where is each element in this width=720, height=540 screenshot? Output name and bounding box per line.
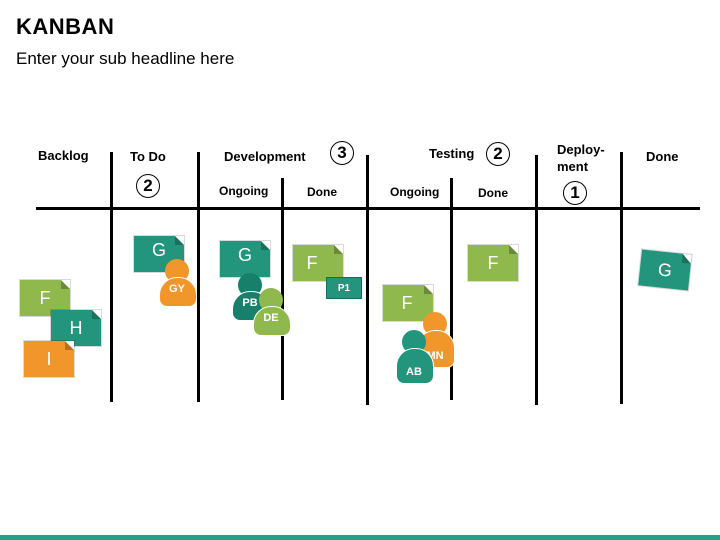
person-ab[interactable]: AB	[396, 330, 434, 384]
divider-deployment-done	[620, 152, 623, 404]
column-header-backlog: Backlog	[38, 148, 89, 163]
footer-bar	[0, 535, 720, 540]
divider-backlog-todo	[110, 152, 113, 402]
column-header-done: Done	[646, 149, 679, 164]
card-tag-p1: P1	[326, 277, 362, 299]
divider-development-testing	[366, 155, 369, 405]
wip-limit-testing: 2	[486, 142, 510, 166]
sub-header-test-done: Done	[478, 186, 508, 200]
page-subtitle: Enter your sub headline here	[16, 49, 235, 68]
card-dev-ongoing-g[interactable]: G	[220, 241, 270, 277]
divider-todo-development	[197, 152, 200, 402]
wip-limit-development: 3	[330, 141, 354, 165]
person-de[interactable]: DE	[253, 288, 291, 336]
divider-test-ongoing-done	[450, 178, 453, 400]
person-body-icon	[253, 306, 291, 336]
person-body-icon	[396, 348, 434, 384]
column-header-testing: Testing	[429, 146, 475, 161]
sub-header-dev-done: Done	[307, 185, 337, 199]
sub-header-test-ongoing: Ongoing	[390, 185, 440, 199]
divider-dev-ongoing-done	[281, 178, 284, 400]
column-header-development: Development	[224, 149, 306, 164]
person-gy[interactable]: GY	[159, 259, 197, 307]
card-backlog-h[interactable]: H	[51, 310, 101, 346]
card-backlog-i[interactable]: I	[24, 341, 74, 377]
card-test-done-f[interactable]: F	[468, 245, 518, 281]
column-header-todo: To Do	[130, 149, 166, 164]
column-header-deployment: Deploy- ment	[557, 142, 605, 174]
card-dev-done-f[interactable]: F	[293, 245, 343, 281]
page-title: KANBAN	[16, 14, 115, 39]
sub-header-dev-ongoing: Ongoing	[219, 184, 269, 198]
wip-limit-deployment: 1	[563, 181, 587, 205]
divider-testing-deployment	[535, 155, 538, 405]
card-test-ongoing-f[interactable]: F	[383, 285, 433, 321]
wip-limit-todo: 2	[136, 174, 160, 198]
card-done-g[interactable]: G	[638, 249, 692, 291]
person-body-icon	[159, 277, 197, 307]
